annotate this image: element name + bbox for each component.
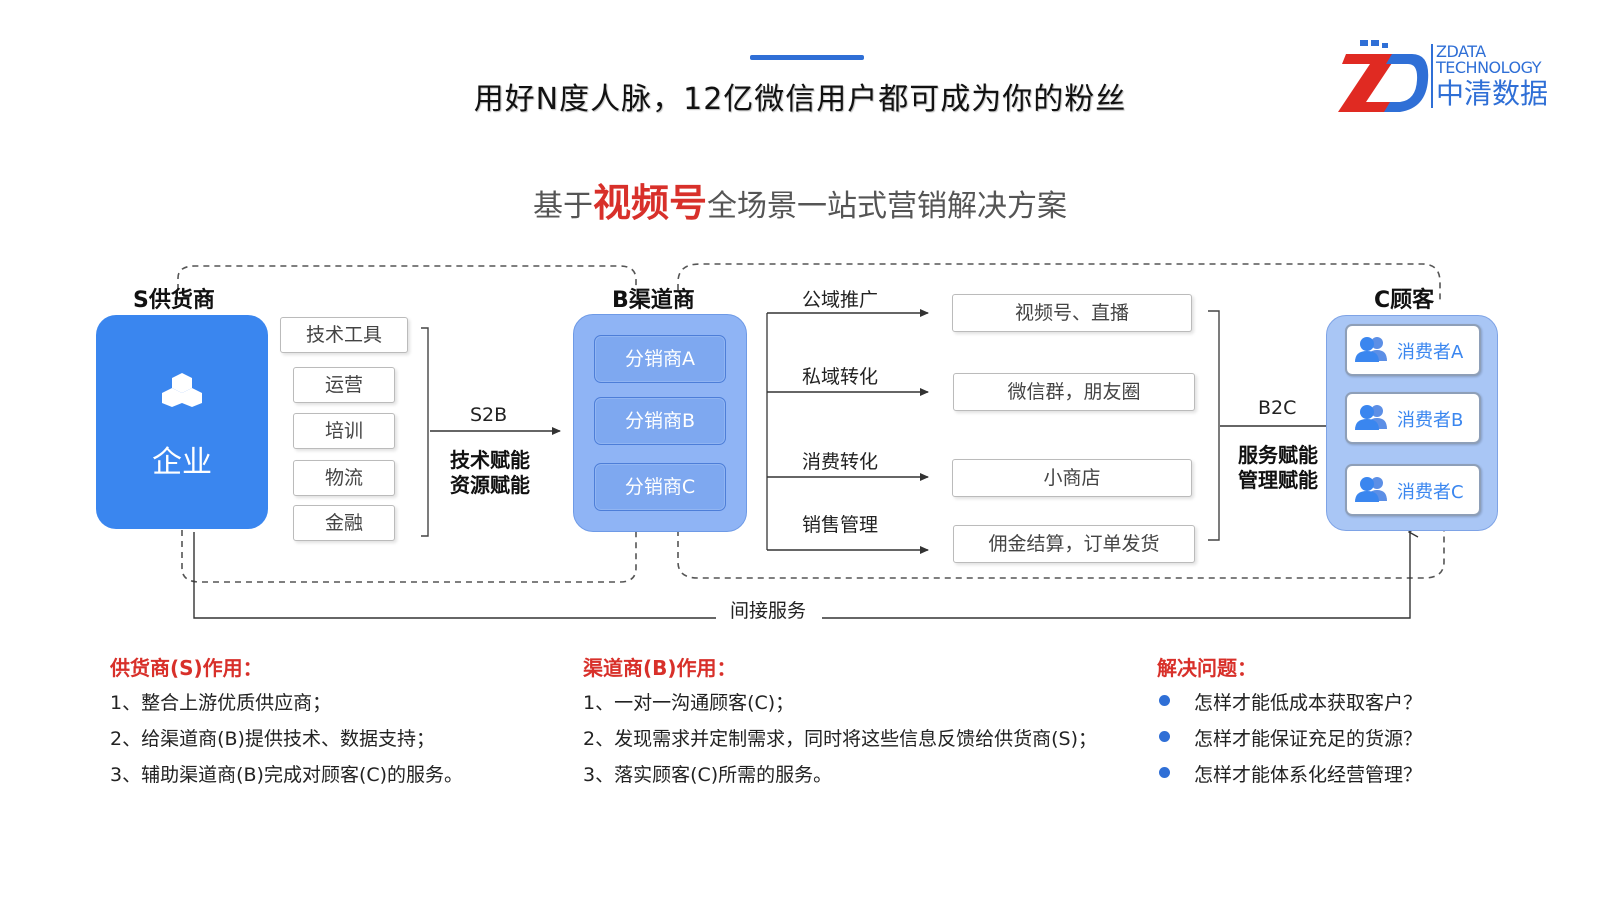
consumer-item: 消费者B (1345, 392, 1481, 444)
consumer-label: 消费者C (1397, 482, 1464, 503)
subtitle-prefix: 基于 (532, 189, 593, 224)
tool-item: 金融 (293, 505, 395, 541)
bullet-dot-icon (1159, 767, 1170, 778)
sb-dashed-loop (177, 265, 637, 290)
problem-line: 怎样才能保证充足的货源？ (1194, 728, 1423, 750)
users-icon (1355, 477, 1387, 502)
s2b-label: S2B (470, 404, 508, 426)
s2b-desc: 技术赋能 资源赋能 (440, 448, 540, 498)
route-label: 消费转化 (802, 451, 879, 473)
supplier-role-title: 供货商(S)作用： (110, 656, 263, 680)
route-target: 微信群，朋友圈 (953, 373, 1195, 411)
distributor-item: 分销商A (594, 335, 726, 383)
route-target: 小商店 (952, 459, 1192, 497)
consumer-label: 消费者B (1397, 410, 1464, 431)
route-label: 公域推广 (802, 289, 879, 311)
tool-item: 物流 (293, 460, 395, 496)
logo-cn: 中清数据 (1436, 77, 1549, 110)
s2b-line1: 技术赋能 (450, 448, 530, 472)
consumer-item: 消费者A (1345, 324, 1481, 376)
supplier-role-line: 1、整合上游优质供应商； (110, 692, 332, 714)
tool-item: 培训 (293, 413, 395, 449)
supplier-role-line: 3、辅助渠道商(B)完成对顾客(C)的服务。 (110, 764, 464, 786)
route-target: 视频号、直播 (952, 294, 1192, 332)
page-title: 用好N度人脉，12亿微信用户都可成为你的粉丝 (473, 82, 1127, 117)
consumer-item: 消费者C (1345, 464, 1481, 516)
consumer-label: 消费者A (1397, 342, 1464, 363)
s2b-line2: 资源赋能 (450, 473, 530, 497)
enterprise-label: 企业 (152, 445, 212, 480)
zd-logo-mark-icon (1338, 40, 1429, 112)
route-label: 私域转化 (802, 366, 879, 388)
sb-dashed-loop-bottom (181, 530, 637, 583)
users-icon (1355, 337, 1387, 362)
tool-item: 技术工具 (280, 317, 408, 353)
supplier-title: S供货商 (133, 288, 215, 313)
distributor-item: 分销商C (594, 463, 726, 511)
indirect-service-label: 间接服务 (730, 600, 807, 622)
company-logo: ZDATA TECHNOLOGY 中清数据 (1338, 36, 1573, 116)
tool-item: 运营 (293, 367, 395, 403)
problem-line: 怎样才能体系化经营管理？ (1194, 764, 1423, 786)
bc-dashed-loop (677, 263, 1441, 300)
logo-line1: ZDATA (1436, 42, 1486, 61)
channel-role-line: 1、一对一沟通顾客(C)； (583, 692, 795, 714)
indirect-service-line (193, 532, 716, 619)
distributor-item: 分销商B (594, 397, 726, 445)
problem-line: 怎样才能低成本获取客户？ (1194, 692, 1423, 714)
b2c-label: B2C (1258, 397, 1297, 419)
b2c-line1: 服务赋能 (1238, 443, 1318, 467)
logo-divider (1431, 44, 1433, 108)
enterprise-box: 企业 (96, 315, 268, 529)
bc-dashed-loop-bottom (677, 520, 1445, 579)
bullet-dot-icon (1159, 695, 1170, 706)
route-target: 佣金结算，订单发货 (953, 525, 1195, 563)
customer-box: 消费者A 消费者B 消费者C (1326, 315, 1498, 531)
logo-line2: TECHNOLOGY (1436, 58, 1541, 77)
problems-title: 解决问题： (1157, 656, 1257, 680)
page-subtitle: 基于视频号全场景一站式营销解决方案 (0, 172, 1600, 227)
route-label: 销售管理 (802, 514, 879, 536)
channel-box: 分销商A 分销商B 分销商C (573, 314, 747, 532)
subtitle-suffix: 全场景一站式营销解决方案 (707, 189, 1067, 224)
channel-role-line: 3、落实顾客(C)所需的服务。 (583, 764, 833, 786)
channel-role-line: 2、发现需求并定制需求，同时将这些信息反馈给供货商(S)； (583, 728, 1097, 750)
users-icon (1355, 405, 1387, 430)
cubes-icon (162, 373, 202, 407)
customer-title: C顾客 (1374, 288, 1435, 313)
b2c-line2: 管理赋能 (1238, 468, 1318, 492)
routes-right-bracket (1208, 310, 1220, 541)
title-accent-bar (750, 55, 864, 60)
b2c-desc: 服务赋能 管理赋能 (1226, 443, 1330, 493)
channel-title: B渠道商 (612, 288, 695, 313)
supplier-role-line: 2、给渠道商(B)提供技术、数据支持； (110, 728, 435, 750)
channel-role-title: 渠道商(B)作用： (583, 656, 737, 680)
tools-bracket (421, 327, 429, 537)
subtitle-highlight: 视频号 (592, 181, 707, 225)
bullet-dot-icon (1159, 731, 1170, 742)
